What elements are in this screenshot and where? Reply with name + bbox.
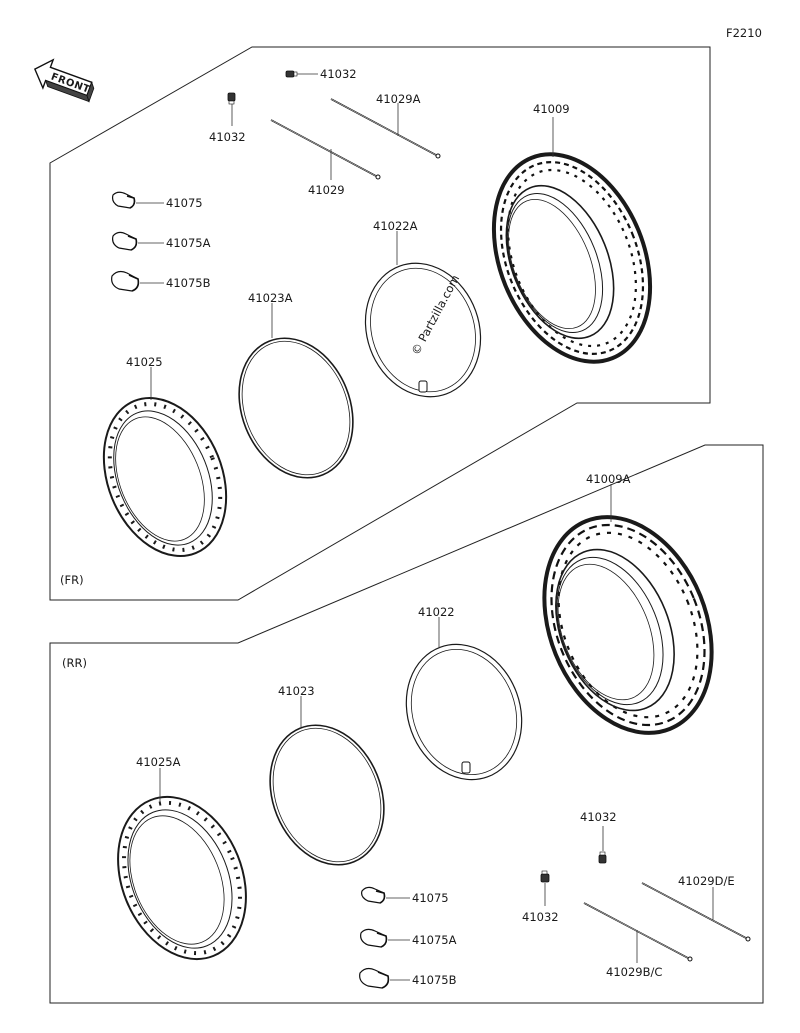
part-41075-rear: 41075	[412, 891, 449, 905]
front-inner-tube	[364, 262, 482, 398]
rear-rim	[117, 795, 247, 961]
front-section-label: (FR)	[60, 573, 84, 587]
rear-section-label: (RR)	[62, 656, 87, 670]
front-balance-weight-1	[111, 191, 136, 209]
front-spoke	[270, 119, 381, 180]
part-41032-rear-left: 41032	[522, 910, 559, 924]
part-41029: 41029	[308, 183, 345, 197]
part-41023: 41023	[278, 684, 315, 698]
rear-tire	[542, 515, 714, 735]
rear-section-outline	[49, 444, 764, 1004]
part-41032-left: 41032	[209, 130, 246, 144]
part-41009A: 41009A	[586, 472, 631, 486]
part-41075B: 41075B	[166, 276, 211, 290]
part-41029A: 41029A	[376, 92, 421, 106]
rear-balance-weight-3	[359, 967, 390, 989]
part-41022A: 41022A	[373, 219, 418, 233]
front-spoke-nipple-left	[227, 92, 236, 105]
part-41009: 41009	[533, 102, 570, 116]
part-41023A: 41023A	[248, 291, 293, 305]
part-41025: 41025	[126, 355, 163, 369]
front-section-outline	[49, 46, 711, 601]
front-balance-weight-3	[111, 270, 140, 292]
part-41075A: 41075A	[166, 236, 211, 250]
front-balance-weight-2	[112, 231, 138, 251]
front-spoke-a	[330, 98, 441, 159]
part-41075: 41075	[166, 196, 203, 210]
rear-spoke-nipple-left	[540, 870, 550, 883]
front-tire	[491, 152, 653, 364]
rear-inner-tube	[405, 643, 523, 781]
rear-spoke-nipple-right	[598, 851, 607, 864]
part-41029DE: 41029D/E	[678, 874, 735, 888]
front-arrow-icon: FRONT	[33, 58, 95, 103]
rear-balance-weight-1	[361, 886, 386, 904]
part-41075A-rear: 41075A	[412, 933, 457, 947]
front-rim	[102, 397, 228, 557]
part-41032-rear-right: 41032	[580, 810, 617, 824]
rear-spoke-de	[641, 882, 751, 942]
part-41032-top: 41032	[320, 67, 357, 81]
front-spoke-nipple-top	[285, 70, 298, 78]
part-41022: 41022	[418, 605, 455, 619]
figure-code: F2210	[726, 26, 762, 40]
part-41075B-rear: 41075B	[412, 973, 457, 987]
rear-rim-band	[269, 724, 385, 866]
part-41025A: 41025A	[136, 755, 181, 769]
part-41029BC: 41029B/C	[606, 965, 662, 979]
front-rim-band	[238, 337, 354, 479]
rear-spoke-bc	[583, 902, 693, 962]
watermark: © Partzilla.com	[408, 272, 462, 357]
rear-balance-weight-2	[360, 928, 388, 948]
